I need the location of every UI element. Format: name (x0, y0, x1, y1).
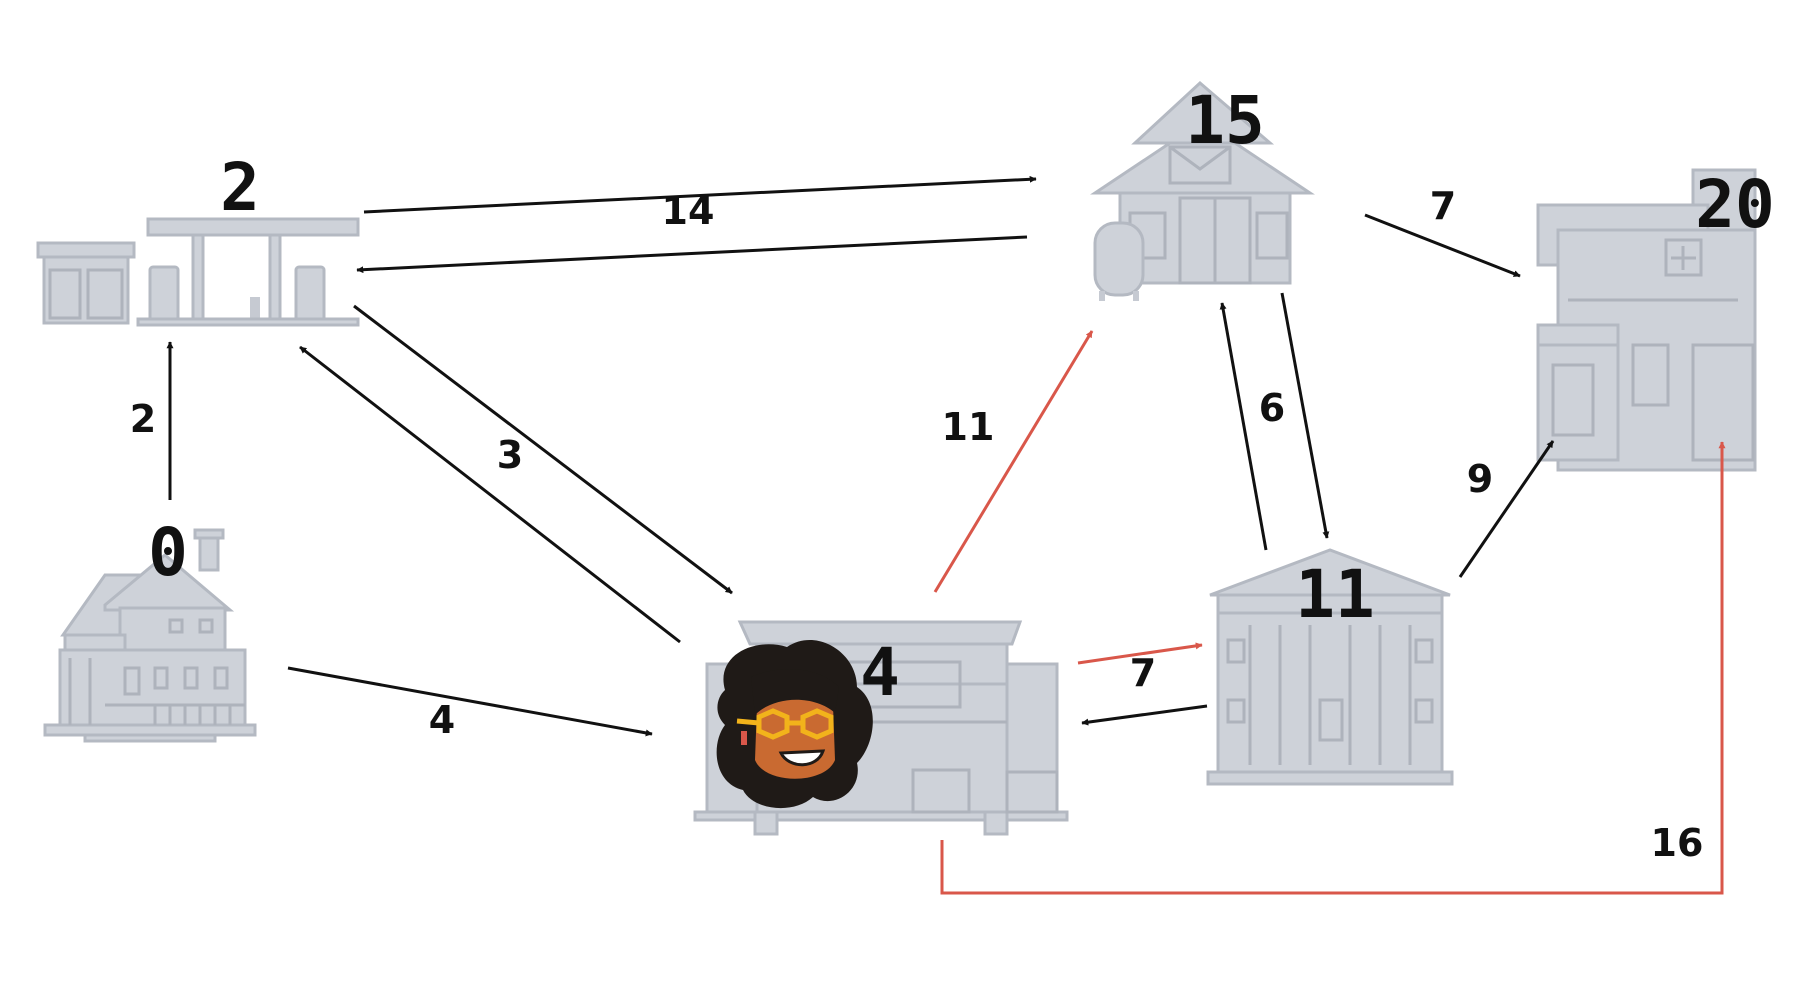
edge-weight-store-to-post: 11 (942, 405, 995, 449)
edge-weight-gas-to-post: 14 (662, 189, 715, 233)
edge-bank-to-store (1081, 704, 1208, 726)
edge-store-to-gas (299, 345, 681, 644)
edge-weight-house-to-gas: 2 (130, 397, 156, 441)
edge-weight-bank-to-store: 7 (1130, 651, 1156, 695)
edge-store-to-hospital (940, 441, 1726, 895)
edge-weight-bank-to-post: 6 (1259, 386, 1285, 430)
node-value-hospital: 20 (1695, 166, 1774, 243)
house-icon (43, 528, 257, 743)
edge-bank-to-post (1219, 302, 1268, 551)
edge-store-to-bank (1077, 642, 1203, 665)
edge-post-to-bank (1280, 292, 1330, 539)
node-value-gas: 2 (220, 149, 260, 226)
edge-weight-gas-to-store: 3 (497, 433, 523, 477)
edge-gas-to-post (363, 175, 1037, 214)
edge-weight-post-to-hospital: 7 (1430, 184, 1456, 228)
edge-bank-to-hospital (1458, 440, 1555, 578)
edge-post-to-gas (356, 235, 1028, 274)
edge-weight-bank-to-hospital: 9 (1467, 457, 1493, 501)
post-office-icon (1090, 80, 1315, 301)
edges-layer (166, 175, 1726, 895)
gas-station-icon (36, 217, 360, 327)
person-avatar-icon (716, 640, 873, 809)
edge-gas-to-store (353, 304, 733, 595)
bank-icon (1206, 548, 1454, 786)
edge-weight-house-to-store: 4 (429, 698, 455, 742)
node-value-house: 0 (148, 514, 188, 591)
node-value-post: 15 (1185, 82, 1264, 159)
node-value-bank: 11 (1295, 556, 1374, 633)
edge-store-to-post (933, 330, 1094, 593)
node-values-layer: 0 2 4 15 11 20 (148, 82, 1775, 711)
edge-labels-layer: 2 4 14 3 11 7 6 7 9 16 (130, 184, 1704, 865)
node-value-store: 4 (860, 634, 900, 711)
edge-weight-store-to-hospital: 16 (1651, 821, 1704, 865)
edge-post-to-hospital (1364, 213, 1521, 278)
edge-house-to-store (287, 666, 653, 737)
